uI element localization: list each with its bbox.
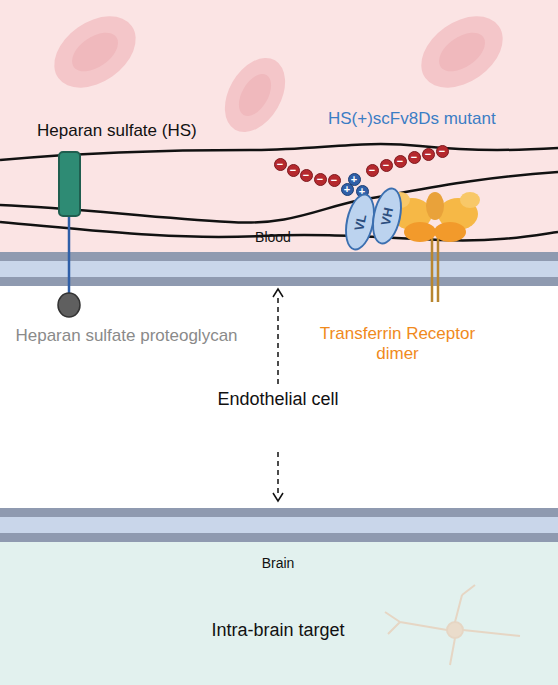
membrane-bottom [0,508,558,542]
receptor-lobe [404,222,436,242]
neuron-body [447,622,463,638]
charge-circle: − [274,158,287,171]
red-blood-cell-center [232,69,278,122]
membrane-band [0,517,558,533]
arrow-head [273,493,283,501]
node-text: − [383,160,389,171]
dashed-line [277,294,279,384]
charge-circle: − [436,145,449,158]
receptor-lobe [460,192,480,208]
charge-circle: − [422,148,435,161]
node-text: − [290,165,296,176]
anchor-circle [58,293,80,317]
charge-circle: − [328,174,341,187]
charge-circle: − [366,164,379,177]
charge-circle: − [380,159,393,172]
red-blood-cell [408,2,516,103]
neuron-branches [385,585,520,665]
node-text: − [411,152,417,163]
brain-region [0,540,558,685]
node-text: + [344,184,350,195]
node-text: − [425,149,431,160]
node-text: VL [352,213,368,232]
text-label: Transferrin Receptor dimer [305,324,490,365]
text-label: HS(+)scFv8Ds mutant [328,109,558,129]
membrane-top [0,252,558,286]
dashed-line [277,452,279,496]
membrane-band [0,252,558,261]
membrane-band [0,261,558,277]
text-label: Heparan sulfate (HS) [37,121,277,141]
node-text: − [303,170,309,181]
proteoglycan-body [59,152,80,216]
charge-circle: − [408,151,421,164]
membrane-band [0,277,558,286]
charge-circle: − [314,173,327,186]
charge-circle: − [300,169,313,182]
neuron-symbol [385,585,520,665]
node-text: − [439,146,445,157]
membrane-band [0,533,558,542]
transferrin-receptor-symbol [390,192,480,302]
red-blood-cell [212,47,297,142]
text-label: Intra-brain target [150,620,406,642]
text-label: Brain [228,555,328,572]
node-text: − [331,175,337,186]
text-label: Blood [238,229,308,246]
charge-circle: + [348,173,361,186]
charge-circle: − [394,155,407,168]
node-text: − [369,165,375,176]
text-label: Heparan sulfate proteoglycan [14,326,239,346]
charge-circle: − [287,164,300,177]
red-blood-cell-center [65,25,125,79]
blood-region [0,0,558,256]
node-text: − [397,156,403,167]
arrow-head [273,289,283,297]
membrane-band [0,508,558,517]
node-text: − [277,159,283,170]
red-blood-cell [41,2,149,103]
node-text: + [351,174,357,185]
node-text: − [317,174,323,185]
receptor-lobe [434,222,466,242]
text-label: Endothelial cell [208,389,348,411]
core-protein-line [68,214,71,296]
glycocalyx-lines [0,144,558,240]
proteoglycan-symbol [58,152,80,317]
red-blood-cell-center [432,25,492,79]
receptor-core [426,192,444,220]
node-text: VH [379,206,395,226]
